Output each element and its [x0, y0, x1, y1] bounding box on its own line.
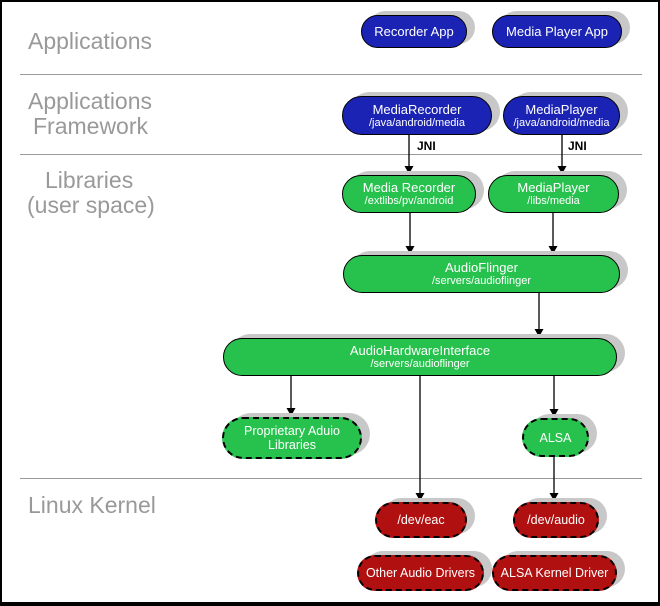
node-alsa-kernel-driver: ALSA Kernel Driver [492, 555, 617, 591]
node-audiohardwareinterface: AudioHardwareInterface /servers/audiofli… [223, 338, 617, 376]
node-alsa: ALSA [522, 418, 589, 457]
arrow-audioflinger-to-ahi [534, 293, 544, 337]
node-mediaplayer-framework: MediaPlayer /java/android/media [503, 96, 620, 135]
divider-kernel [20, 478, 642, 479]
node-mediarecorder-framework-title: MediaRecorder [372, 101, 462, 117]
node-media-recorder-lib-path: /extlibs/pv/android [364, 195, 454, 207]
layer-label-linux-kernel: Linux Kernel [28, 492, 156, 518]
node-other-audio-drivers: Other Audio Drivers [357, 555, 484, 591]
arrow-ahi-to-proprietary [286, 375, 296, 416]
jni-label-recorder: JNI [417, 139, 436, 153]
node-dev-eac-title: /dev/eac [397, 513, 445, 527]
node-recorder-app: Recorder App [361, 15, 467, 48]
node-mediaplayer-lib: MediaPlayer /libs/media [488, 175, 619, 213]
node-media-player-app: Media Player App [492, 15, 622, 48]
arrow-ahi-to-alsa [549, 375, 559, 417]
node-mediarecorder-framework: MediaRecorder /java/android/media [342, 96, 492, 135]
node-mediaplayer-lib-title: MediaPlayer [517, 180, 590, 195]
arrow-ahi-to-dev-eac [415, 375, 425, 501]
node-other-audio-drivers-title: Other Audio Drivers [365, 566, 476, 580]
node-mediaplayer-framework-title: MediaPlayer [525, 101, 598, 117]
arrow-recorderlib-to-audioflinger [405, 213, 415, 254]
node-dev-eac: /dev/eac [375, 502, 467, 538]
node-media-player-app-title: Media Player App [506, 24, 608, 39]
node-alsa-kernel-driver-title: ALSA Kernel Driver [500, 566, 609, 580]
divider-applications [20, 74, 642, 75]
node-proprietary-audio-libraries: Proprietary Aduio Libraries [222, 417, 362, 459]
node-audiohardwareinterface-title: AudioHardwareInterface [349, 343, 491, 358]
node-audioflinger-title: AudioFlinger [445, 260, 518, 275]
node-proprietary-audio-libraries-line2: Libraries [268, 438, 316, 452]
node-media-recorder-lib-title: Media Recorder [362, 180, 456, 195]
node-mediaplayer-framework-path: /java/android/media [513, 116, 610, 129]
node-alsa-title: ALSA [539, 430, 572, 445]
divider-framework [20, 154, 642, 155]
layer-label-libraries-line1: Libraries [45, 167, 134, 193]
layer-label-applications: Applications [28, 28, 153, 54]
arrow-playerlib-to-audioflinger [548, 213, 558, 254]
jni-label-player: JNI [568, 139, 587, 153]
layer-label-libraries-line2: (user space) [27, 192, 155, 218]
node-recorder-app-title: Recorder App [374, 24, 454, 39]
node-media-recorder-lib: Media Recorder /extlibs/pv/android [342, 175, 476, 213]
node-audioflinger-path: /servers/audioflinger [431, 275, 532, 287]
node-audioflinger: AudioFlinger /servers/audioflinger [343, 255, 620, 293]
node-mediaplayer-lib-path: /libs/media [527, 195, 580, 207]
layer-label-framework-line2: Framework [33, 113, 149, 139]
node-audiohardwareinterface-path: /servers/audioflinger [370, 358, 470, 370]
node-proprietary-audio-libraries-line1: Proprietary Aduio [244, 424, 340, 438]
layer-label-framework-line1: Applications [28, 88, 153, 114]
node-dev-audio-title: /dev/audio [527, 513, 585, 527]
node-mediarecorder-framework-path: /java/android/media [368, 116, 465, 129]
node-dev-audio: /dev/audio [513, 502, 599, 538]
